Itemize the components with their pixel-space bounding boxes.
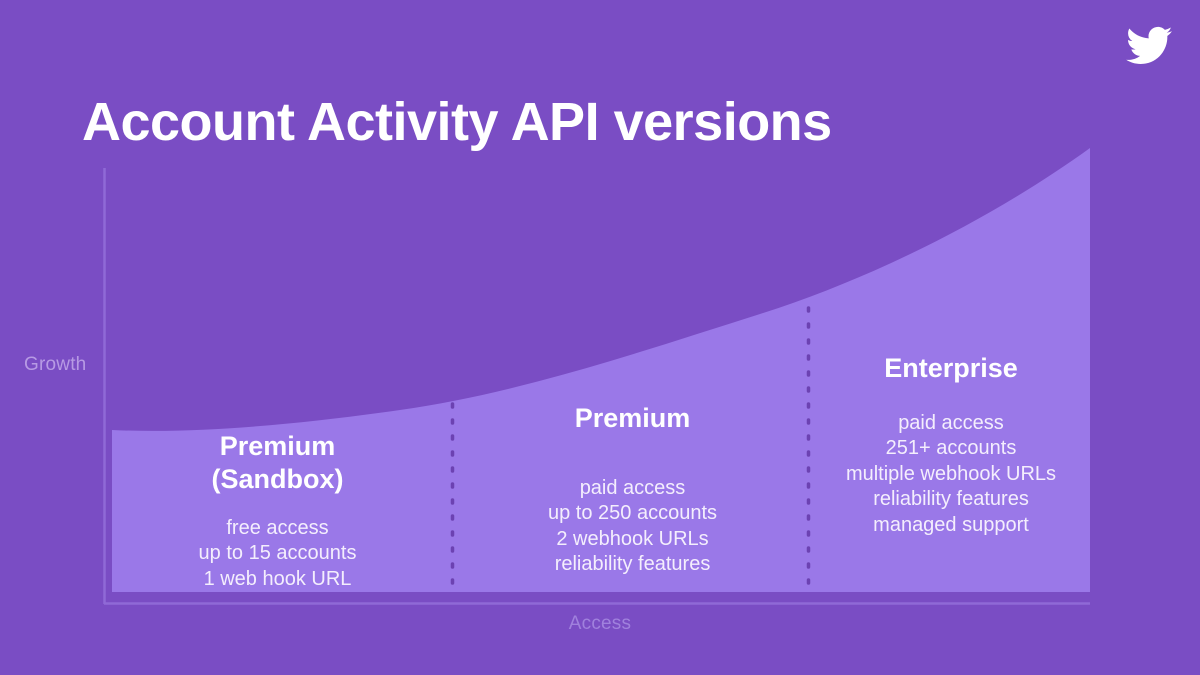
tier-features-enterprise: paid access 251+ accounts multiple webho… <box>820 411 1082 538</box>
tier-feature: up to 15 accounts <box>198 542 357 565</box>
twitter-bird-icon <box>1126 26 1172 66</box>
tier-feature: multiple webhook URLs <box>845 462 1057 485</box>
tier-title-enterprise: Enterprise <box>884 353 1018 383</box>
tier-feature: 2 webhook URLs <box>556 527 709 550</box>
y-axis-label: Growth <box>24 354 87 375</box>
tier-feature: 1 web hook URL <box>203 567 352 590</box>
x-axis-label: Access <box>568 613 632 634</box>
page-title: Account Activity API versions <box>82 92 832 153</box>
tier-features-premium: paid access up to 250 accounts 2 webhook… <box>470 476 795 578</box>
tier-feature: managed support <box>873 513 1029 536</box>
tier-feature: reliability features <box>873 488 1029 511</box>
tier-title-premium: Premium <box>574 403 691 433</box>
growth-curve-area <box>112 148 1090 592</box>
tier-column-premium: Premium paid access up to 250 accounts 2… <box>470 402 795 578</box>
tier-title-sandbox: Premium (Sandbox) <box>211 431 344 494</box>
tier-column-enterprise: Enterprise paid access 251+ accounts mul… <box>820 352 1082 538</box>
tier-features-sandbox: free access up to 15 accounts 1 web hook… <box>120 516 435 592</box>
tier-feature: paid access <box>579 476 686 499</box>
tier-feature: reliability features <box>554 553 711 576</box>
tier-feature: paid access <box>898 411 1004 434</box>
tier-feature: free access <box>226 516 329 539</box>
tier-column-sandbox: Premium (Sandbox) free access up to 15 a… <box>120 430 435 592</box>
tier-feature: up to 250 accounts <box>547 502 717 525</box>
tier-feature: 251+ accounts <box>885 437 1017 460</box>
